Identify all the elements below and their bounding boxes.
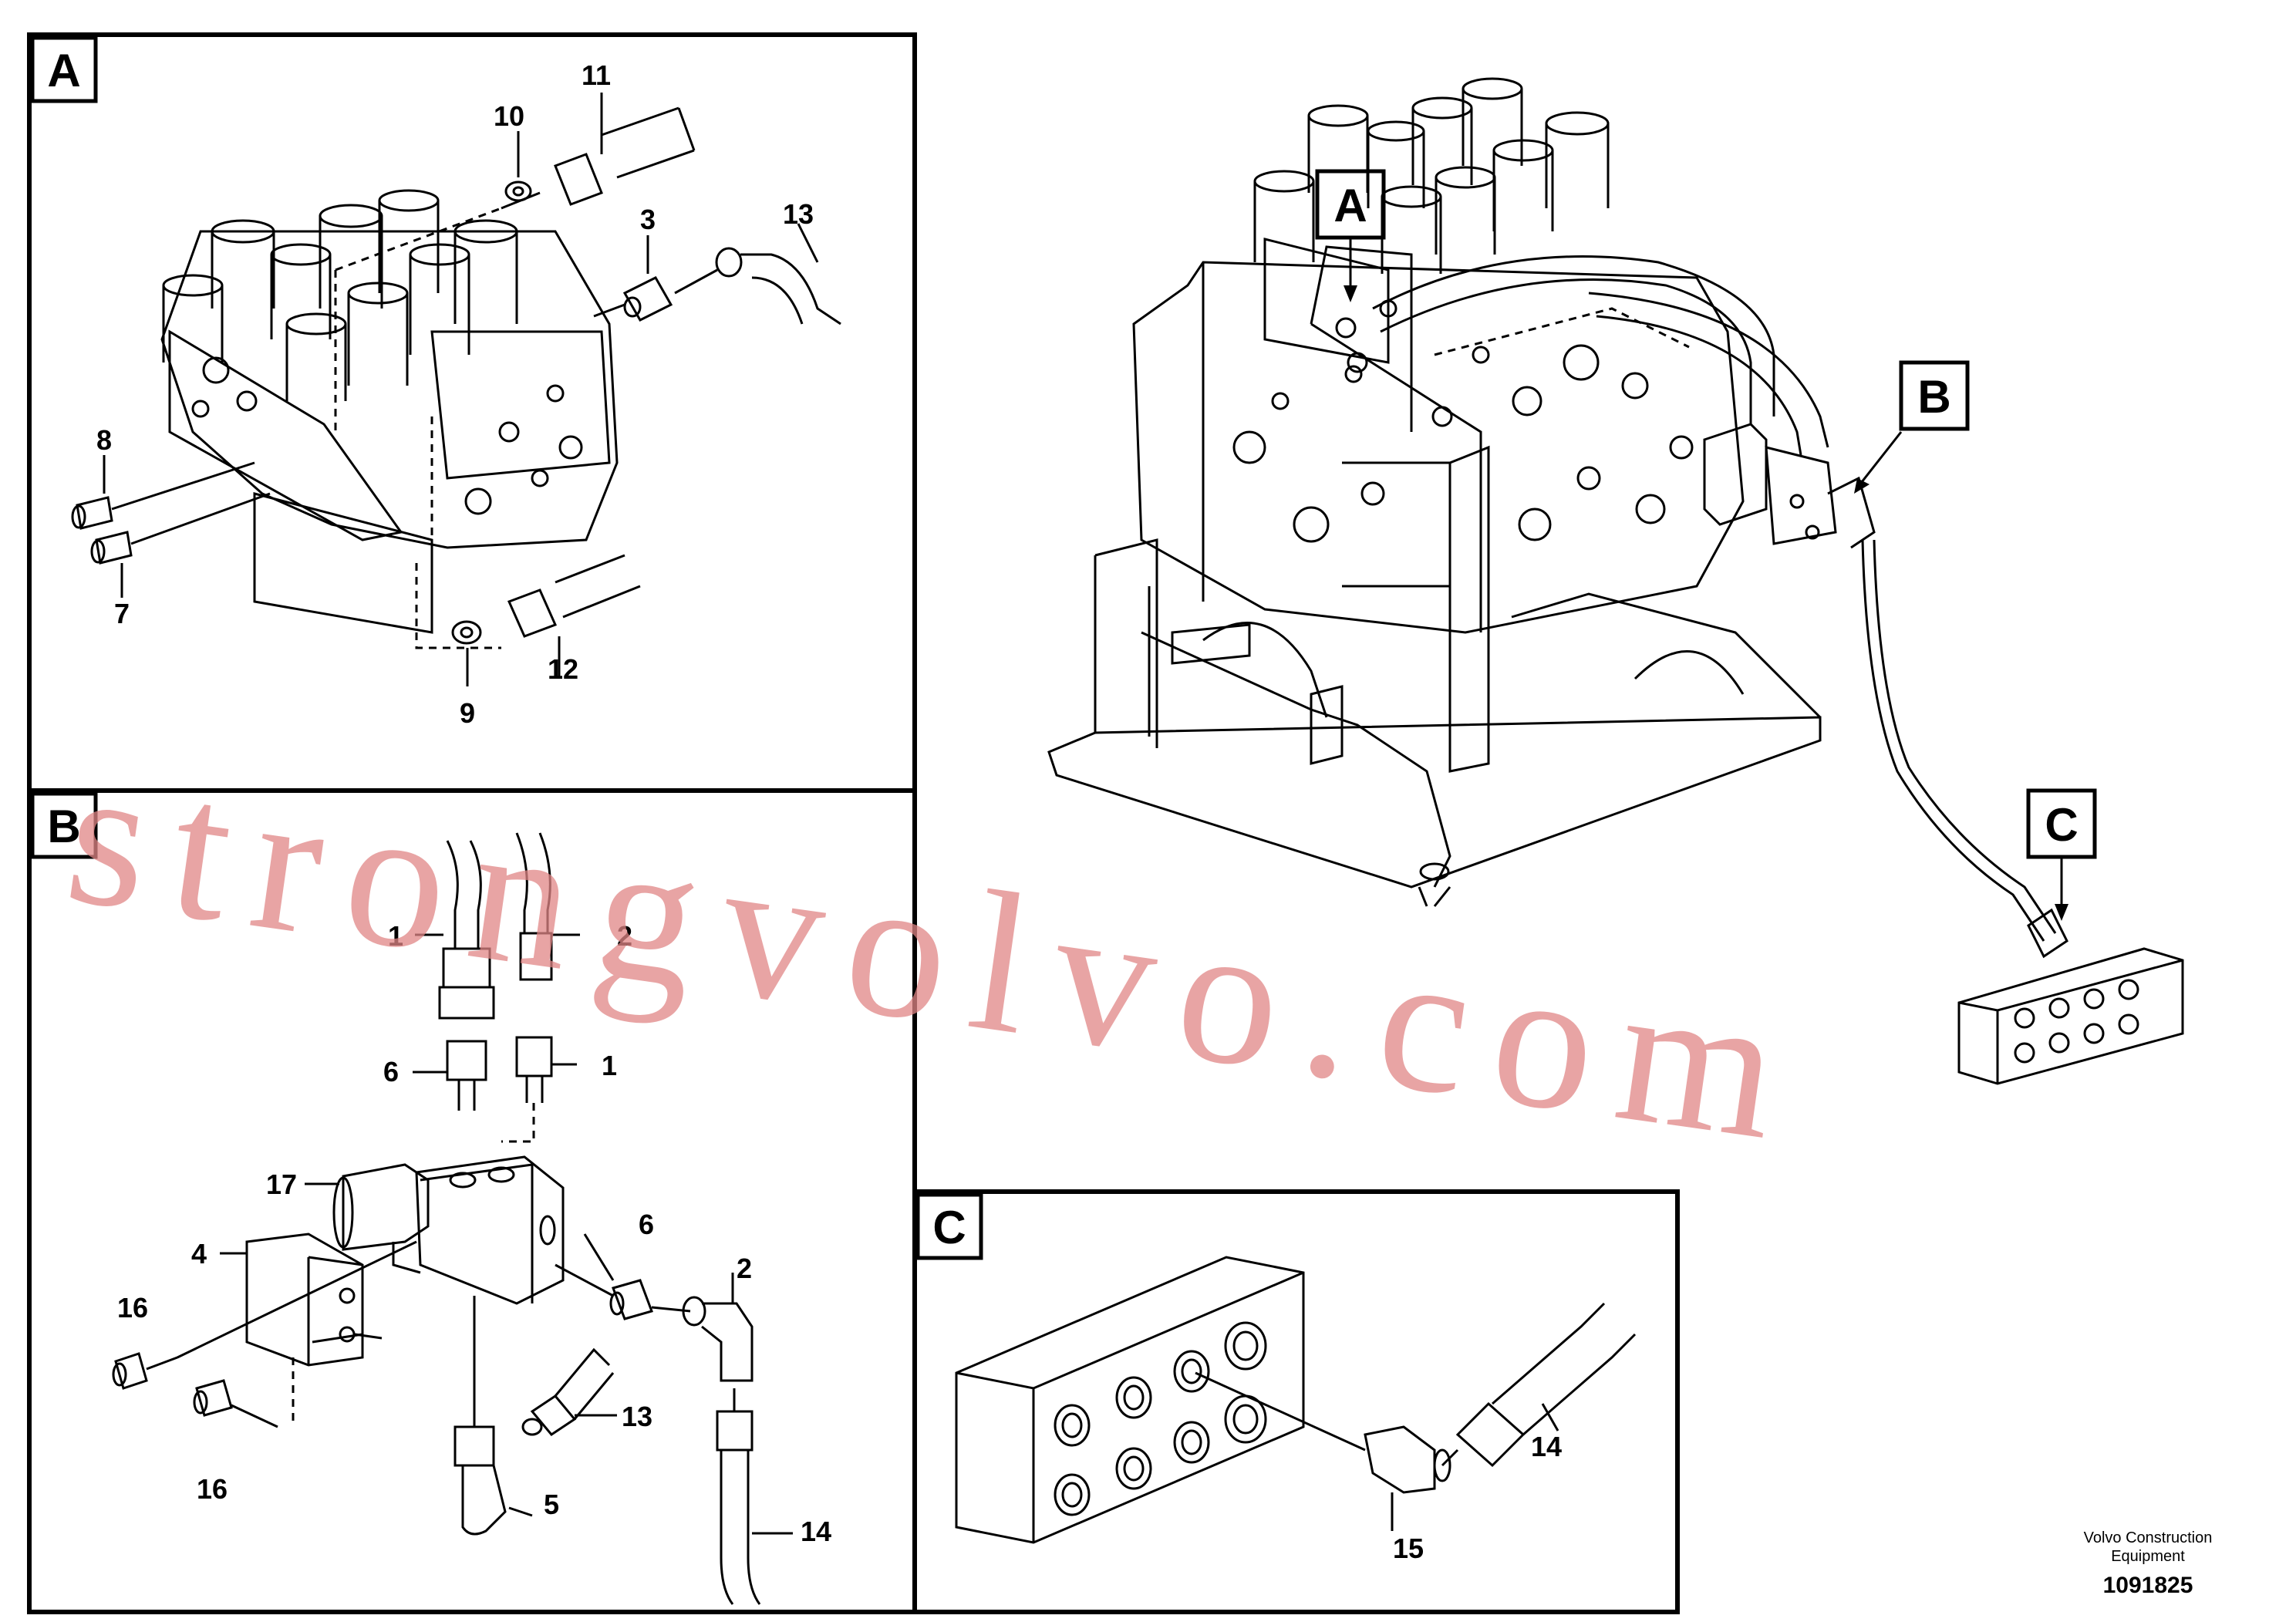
overview-label-a: A bbox=[1333, 180, 1367, 231]
overview-label-b: B bbox=[1917, 371, 1950, 423]
panel-a bbox=[27, 32, 917, 793]
panel-c-letter: C bbox=[932, 1202, 966, 1253]
callout-b-2-right: 2 bbox=[737, 1253, 752, 1284]
overview-solenoids bbox=[1253, 77, 1610, 274]
overview-hoses bbox=[1372, 255, 1829, 456]
overview-hose-c bbox=[1861, 539, 2068, 959]
nut-9 bbox=[451, 620, 482, 645]
panel-b-callouts: 1 2 6 1 17 6 2 4 16 13 16 5 14 bbox=[117, 920, 831, 1547]
callout-a-12: 12 bbox=[548, 653, 578, 685]
overview-assembly bbox=[1047, 77, 2184, 1085]
callout-b-6-left: 6 bbox=[383, 1056, 399, 1088]
adapter-6-top bbox=[446, 1040, 487, 1111]
overview-label-b-box bbox=[1899, 360, 1970, 431]
elbow-15 bbox=[1364, 1425, 1451, 1494]
elbow-13 bbox=[715, 247, 841, 325]
callout-b-1-mid: 1 bbox=[602, 1050, 617, 1081]
callout-b-1-top: 1 bbox=[388, 920, 403, 952]
document-number: 1091825 bbox=[2103, 1573, 2193, 1598]
panel-c-letter-box bbox=[915, 1192, 983, 1260]
panel-a-frame bbox=[27, 32, 917, 793]
leader-dashed-a bbox=[334, 207, 502, 649]
brand-line-1: Volvo Construction bbox=[2084, 1529, 2213, 1546]
callout-b-16-lower: 16 bbox=[197, 1473, 228, 1505]
fitting-5 bbox=[453, 1425, 507, 1536]
bracket-4 bbox=[245, 1233, 383, 1367]
hose-14-b bbox=[716, 1388, 761, 1605]
panel-a-letter-box bbox=[30, 35, 98, 103]
mounting-frame bbox=[1047, 538, 1822, 907]
callout-a-13: 13 bbox=[783, 198, 814, 230]
callout-b-4: 4 bbox=[191, 1238, 207, 1270]
brand-line-2: Equipment bbox=[2111, 1548, 2185, 1565]
panel-c-frame bbox=[912, 1189, 1680, 1614]
callout-a-3: 3 bbox=[640, 204, 656, 235]
overview-label-c: C bbox=[2045, 799, 2078, 851]
panel-b-letter-box bbox=[30, 791, 98, 859]
panel-a-letter: A bbox=[47, 45, 80, 96]
panel-c bbox=[912, 1189, 1680, 1614]
bolt-16-lower bbox=[193, 1379, 278, 1428]
callout-c-14: 14 bbox=[1531, 1431, 1562, 1462]
callout-b-16-upper: 16 bbox=[117, 1292, 148, 1324]
manifold-block-c bbox=[955, 1256, 1305, 1544]
control-valve-drawing-a bbox=[160, 189, 619, 634]
hose-12 bbox=[507, 554, 641, 638]
hose-11 bbox=[554, 106, 696, 206]
valve-ports bbox=[1232, 299, 1694, 543]
hose-2 bbox=[515, 832, 553, 981]
hose-1 bbox=[438, 840, 495, 1020]
callout-a-7: 7 bbox=[114, 598, 130, 629]
control-valve-block bbox=[1132, 77, 1745, 773]
overview-manifold-c bbox=[1957, 947, 2184, 1085]
panel-c-callouts: 14 15 bbox=[1393, 1431, 1562, 1564]
screw-7 bbox=[90, 492, 271, 565]
panel-b-letter: B bbox=[47, 801, 80, 852]
adapter-1 bbox=[515, 1036, 553, 1103]
watermark: strongvolvo.com bbox=[56, 722, 1816, 1185]
overview-solenoid-valve-b bbox=[1703, 423, 1876, 549]
callout-a-9: 9 bbox=[460, 697, 475, 729]
callout-b-14: 14 bbox=[801, 1516, 831, 1547]
callout-b-6-right: 6 bbox=[639, 1209, 654, 1240]
adapter-6-right bbox=[609, 1279, 653, 1320]
hose-13-b bbox=[521, 1347, 615, 1436]
solenoid-valve-17 bbox=[332, 1155, 565, 1305]
bolt-16-upper bbox=[112, 1240, 417, 1390]
overview-arrowheads bbox=[1344, 285, 2068, 921]
callout-c-15: 15 bbox=[1393, 1533, 1424, 1564]
callout-a-10: 10 bbox=[494, 100, 524, 132]
elbow-2-right bbox=[682, 1296, 754, 1382]
callout-b-13: 13 bbox=[622, 1401, 652, 1432]
adapter-3 bbox=[622, 276, 673, 322]
callout-b-2-top: 2 bbox=[617, 920, 632, 952]
screw-8 bbox=[71, 461, 255, 530]
solenoid-cylinders bbox=[162, 189, 518, 401]
manifold-ports bbox=[1054, 1321, 1267, 1516]
panel-a-callouts: 10 11 3 13 8 7 9 12 bbox=[96, 59, 814, 729]
callout-b-17: 17 bbox=[266, 1168, 297, 1200]
callout-a-11: 11 bbox=[582, 59, 611, 91]
callout-b-5: 5 bbox=[544, 1489, 559, 1520]
hose-14-c bbox=[1455, 1302, 1637, 1468]
callout-a-8: 8 bbox=[96, 424, 112, 456]
